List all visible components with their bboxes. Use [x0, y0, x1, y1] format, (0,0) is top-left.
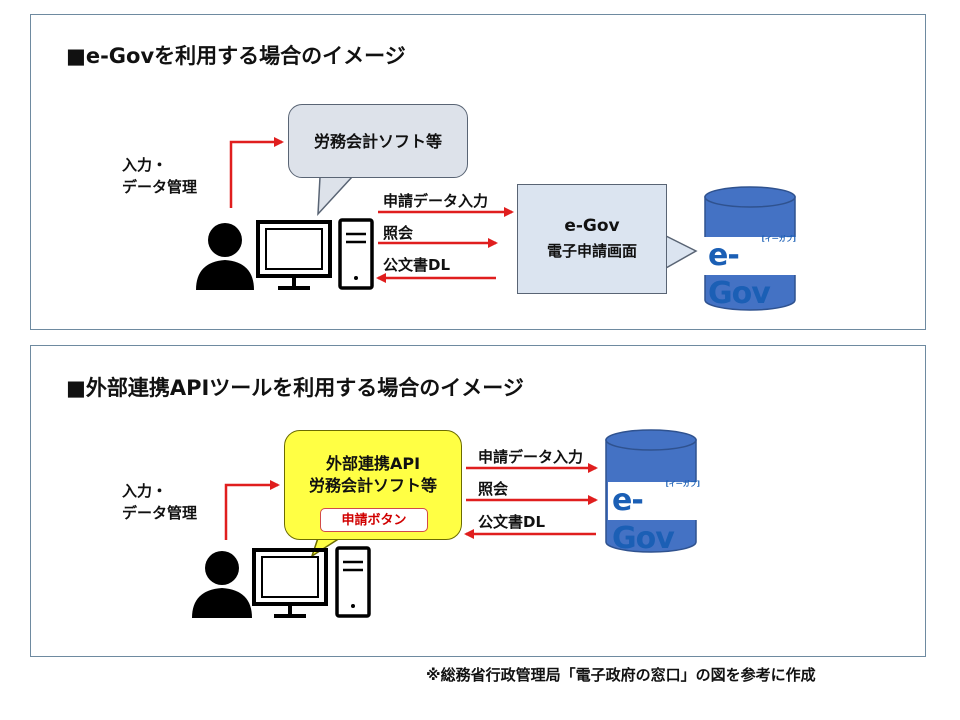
panel2-arrow-query-label: 照会 — [478, 480, 509, 498]
panel1-egov-screen: e-Gov 電子申請画面 — [517, 184, 667, 294]
panel1-arrow-query-label: 照会 — [383, 224, 414, 242]
panel1-egov-logo: e-Gov [イーガブ] — [704, 235, 800, 311]
panel1-logo-kana: [イーガブ] — [761, 235, 796, 243]
panel1-screen-subtitle: 電子申請画面 — [546, 242, 637, 260]
panel1-bubble-text: 労務会計ソフト等 — [313, 132, 442, 151]
panel2-logo-text: e-Gov — [612, 483, 675, 556]
panel2-bubble-line1: 外部連携API — [325, 454, 421, 473]
panel1-title: ■e-Govを利用する場合のイメージ — [66, 44, 406, 68]
panel1-screen-tail — [665, 235, 698, 269]
panel1-input-connector — [229, 137, 284, 208]
panel2-tower-icon — [335, 546, 371, 618]
panel2-arrow-submit-label: 申請データ入力 — [478, 448, 584, 466]
source-note: ※総務省行政管理局「電子政府の窓口」の図を参考に作成 — [426, 666, 816, 684]
panel1-person-icon — [196, 223, 254, 290]
panel1-input-label: 入力・ データ管理 — [122, 156, 198, 196]
panel2-api-software-bubble: 外部連携API 労務会計ソフト等 — [284, 430, 462, 540]
panel2-input-label: 入力・ データ管理 — [122, 482, 198, 522]
panel2-monitor-icon — [252, 548, 328, 618]
panel2-bubble-line2: 労務会計ソフト等 — [308, 476, 437, 495]
panel2-title: ■外部連携APIツールを利用する場合のイメージ — [66, 376, 524, 400]
panel1-arrow-submit-label: 申請データ入力 — [383, 192, 489, 210]
panel1-monitor-icon — [256, 220, 332, 290]
panel1-software-bubble: 労務会計ソフト等 — [288, 104, 468, 178]
panel1-tower-icon — [338, 218, 374, 290]
panel1-logo-text: e-Gov — [708, 238, 771, 311]
panel1-arrow-download-label: 公文書DL — [383, 256, 451, 274]
panel1-bubble-tail — [317, 176, 353, 217]
panel2-egov-logo: e-Gov [イーガブ] — [608, 480, 704, 556]
panel1-screen-title: e-Gov — [564, 216, 620, 236]
panel2-arrow-download-label: 公文書DL — [478, 513, 546, 531]
panel2-input-connector — [224, 480, 280, 540]
panel2-logo-kana: [イーガブ] — [665, 480, 700, 488]
panel2-person-icon — [192, 551, 252, 618]
apply-button[interactable]: 申請ボタン — [320, 508, 428, 532]
